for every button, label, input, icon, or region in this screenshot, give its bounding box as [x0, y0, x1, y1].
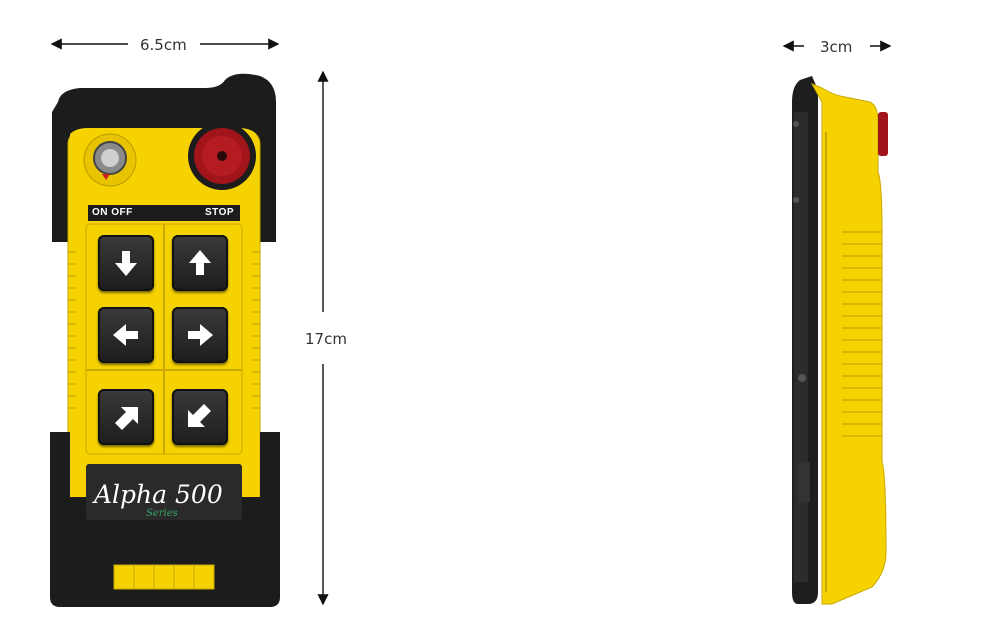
down-left-button[interactable] [172, 389, 228, 445]
depth-label: 3cm [820, 38, 853, 56]
remote-side-body [792, 76, 888, 605]
stop-label: STOP [205, 207, 235, 218]
right-button[interactable] [172, 307, 228, 363]
height-label: 17cm [305, 330, 347, 348]
arrow-right-icon [188, 324, 213, 346]
remote-front-view: ON OFF STOP Alpha 500 Series [50, 72, 280, 607]
brand-logo: Alpha 500 [94, 480, 223, 509]
series-label: Series [146, 508, 178, 519]
width-label: 6.5cm [140, 36, 187, 54]
arrow-left-icon [113, 324, 138, 346]
left-button[interactable] [98, 307, 154, 363]
arrow-down-icon [115, 251, 137, 276]
on-off-label: ON OFF [92, 207, 133, 218]
remote-front-body [50, 73, 280, 607]
down-button[interactable] [98, 235, 154, 291]
up-button[interactable] [172, 235, 228, 291]
up-right-button[interactable] [98, 389, 154, 445]
arrow-up-icon [189, 250, 211, 275]
arrow-down-left-icon [188, 404, 211, 427]
arrow-up-right-icon [115, 407, 138, 430]
remote-side-view [782, 72, 894, 607]
